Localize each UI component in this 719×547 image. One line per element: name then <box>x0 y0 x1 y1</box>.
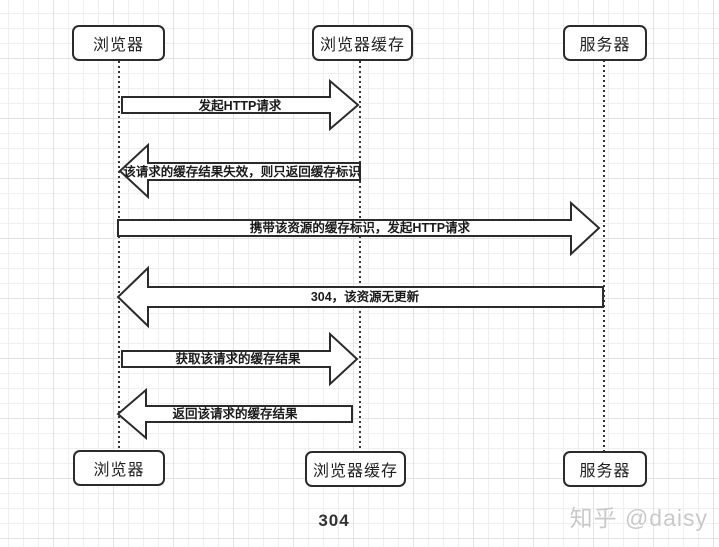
arrow-message-6 <box>116 387 353 441</box>
arrow-message-5 <box>121 331 359 387</box>
message-4-label: 304，该资源无更新 <box>311 289 420 304</box>
message-6-label: 返回该请求的缓存结果 <box>172 406 298 421</box>
actor-browser-top: 浏览器 <box>72 25 165 61</box>
actor-browser-cache-top: 浏览器缓存 <box>312 25 413 61</box>
message-2-label: 该请求的缓存结果失效，则只返回缓存标识 <box>123 164 361 179</box>
arrow-message-1 <box>121 78 360 132</box>
actor-server-top: 服务器 <box>563 25 647 61</box>
zhihu-watermark: 知乎 @daisy <box>569 505 708 531</box>
arrow-message-4 <box>116 265 604 329</box>
actor-browser-cache-bottom: 浏览器缓存 <box>305 451 406 487</box>
arrow-message-2 <box>118 142 361 200</box>
arrow-message-3 <box>117 200 601 257</box>
diagram-caption: 304 <box>318 511 350 530</box>
message-5-label: 获取该请求的缓存结果 <box>175 351 301 366</box>
message-1-label: 发起HTTP请求 <box>198 98 282 113</box>
actor-server-bottom: 服务器 <box>563 451 647 487</box>
actor-browser-bottom: 浏览器 <box>73 450 165 486</box>
message-3-label: 携带该资源的缓存标识，发起HTTP请求 <box>250 220 471 235</box>
